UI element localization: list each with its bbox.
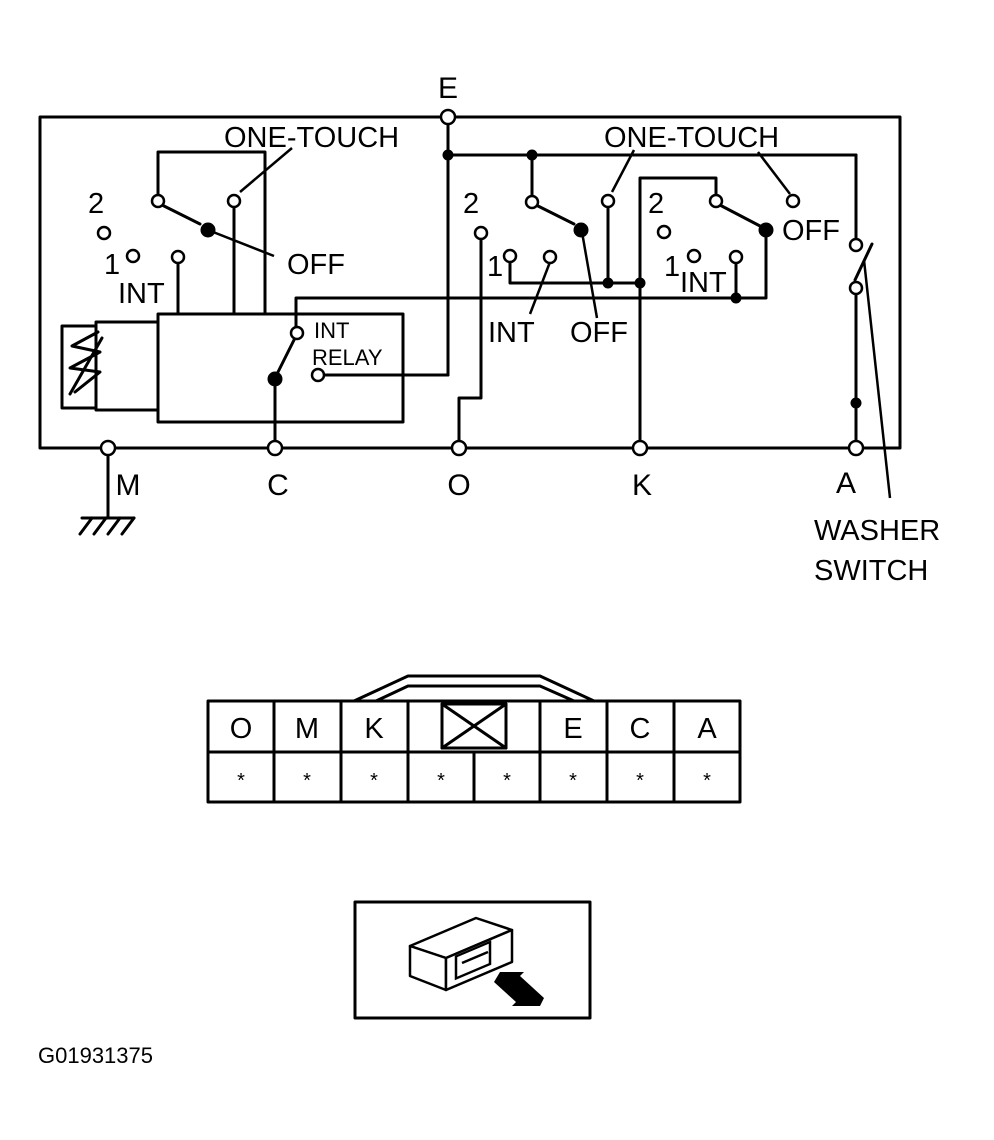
connector-body-icon <box>408 916 514 992</box>
connector-pin-m: M <box>295 713 319 745</box>
right-b-int-label: INT <box>680 267 727 299</box>
insert-arrow-icon <box>494 972 544 1006</box>
terminal-a <box>847 439 865 457</box>
connector-cavity-8: * <box>703 770 711 792</box>
open-contacts <box>96 193 864 383</box>
connector-pin-k: K <box>364 713 384 745</box>
terminal-k-label: K <box>632 469 652 502</box>
connector-pin-c: C <box>630 713 651 745</box>
figure-id: G01931375 <box>38 1043 153 1068</box>
right-one-touch-label: ONE-TOUCH <box>604 122 779 154</box>
left-one-touch-label: ONE-TOUCH <box>224 122 399 154</box>
connector-pin-a: A <box>697 713 717 745</box>
diagram-labels: E M C O K A ONE-TOUCH 2 1 INT OFF INT RE… <box>88 72 940 587</box>
right-b-off-label: OFF <box>782 215 840 247</box>
circuit-wires <box>60 121 892 536</box>
connector-pin-o: O <box>230 713 253 745</box>
connector-cavity-5: * <box>503 770 511 792</box>
connector-cavity-3: * <box>370 770 378 792</box>
terminal-a-label: A <box>836 467 856 500</box>
washer-switch-label-1: WASHER <box>814 515 940 547</box>
left-off-label: OFF <box>287 249 345 281</box>
terminal-e-label: E <box>438 72 458 105</box>
terminal-o <box>450 439 468 457</box>
right-a-off-label: OFF <box>570 317 628 349</box>
connector-cavity-7: * <box>636 770 644 792</box>
terminal-m <box>99 439 117 457</box>
terminal-o-label: O <box>447 469 470 502</box>
int-relay-label-1: INT <box>314 318 349 343</box>
junction-nodes <box>200 149 862 409</box>
connector-locator-illustration <box>353 900 592 1020</box>
right-b-pos1-label: 1 <box>664 251 680 283</box>
switch-housing <box>38 115 902 450</box>
terminals <box>99 108 865 457</box>
connector-pin-e: E <box>563 713 582 745</box>
terminal-c-label: C <box>267 469 289 502</box>
terminal-c <box>266 439 284 457</box>
right-a-int-label: INT <box>488 317 535 349</box>
terminal-m-label: M <box>116 469 141 502</box>
int-relay-label-2: RELAY <box>312 345 383 370</box>
right-a-pos2-label: 2 <box>463 188 479 220</box>
connector-key-box <box>440 702 508 750</box>
connector-cavity-2: * <box>303 770 311 792</box>
terminal-e <box>439 108 457 126</box>
connector-cavity-1: * <box>237 770 245 792</box>
washer-switch-label-2: SWITCH <box>814 555 928 587</box>
left-pos2-label: 2 <box>88 188 104 220</box>
terminal-k <box>631 439 649 457</box>
right-a-pos1-label: 1 <box>487 251 503 283</box>
right-b-pos2-label: 2 <box>648 188 664 220</box>
connector-cavity-4: * <box>437 770 445 792</box>
left-int-label: INT <box>118 278 165 310</box>
left-pos1-label: 1 <box>104 249 120 281</box>
connector-face: O M K E C A * * * * * * * * <box>206 674 742 804</box>
connector-cavity-6: * <box>569 770 577 792</box>
